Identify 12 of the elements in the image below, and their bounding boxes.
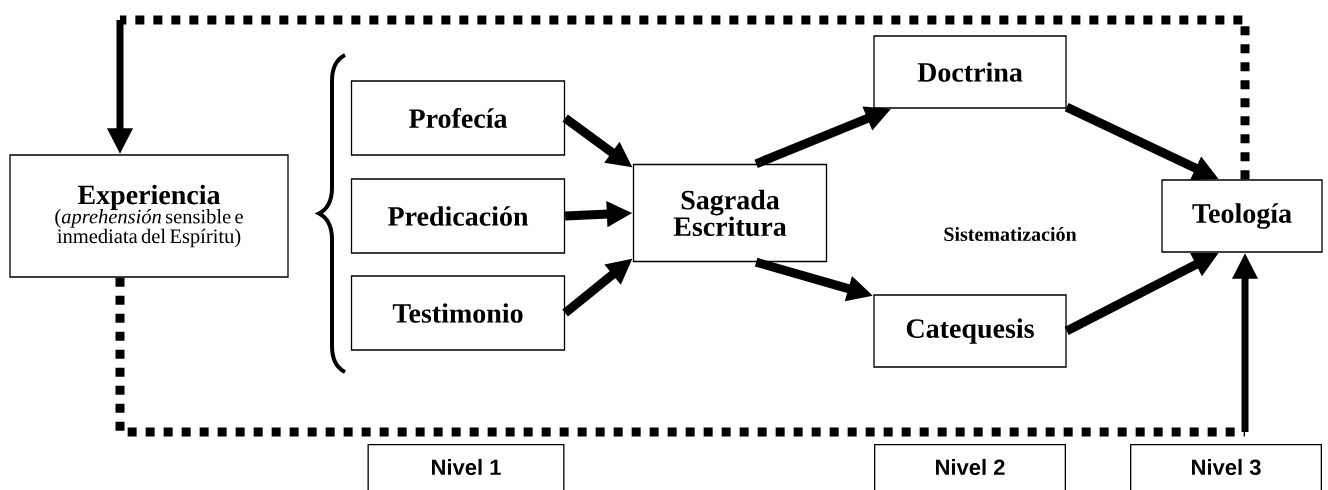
level-box: Nivel 3	[1130, 444, 1322, 490]
axis-label: Sistematización	[944, 226, 1077, 242]
text-box: Testimonio	[350, 275, 566, 351]
text-box: Catequesis	[873, 294, 1067, 368]
level-box: Nivel 2	[874, 444, 1066, 490]
text-box: Predicación	[350, 178, 566, 254]
level-box: Nivel 1	[367, 444, 565, 490]
text-box: Experiencia (aprehensión sensible e inmediata del Espíritu)	[9, 154, 289, 278]
text-box: Doctrina	[873, 35, 1067, 109]
text-box: Profecía	[350, 80, 566, 156]
text-box: Sagrada Escritura	[632, 163, 828, 263]
text-box: Teología	[1161, 179, 1323, 253]
